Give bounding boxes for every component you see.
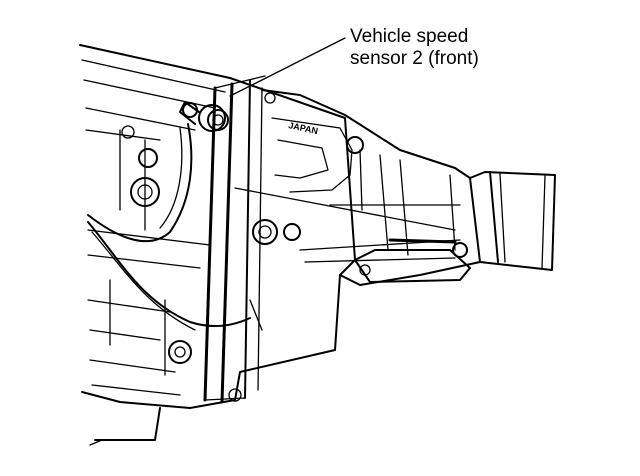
callout-leader-line <box>229 37 346 97</box>
transmission-case <box>79 44 356 409</box>
wiring-harness <box>87 123 263 331</box>
part-stamp: JAPAN <box>288 120 319 136</box>
sensor-callout-label: Vehicle speed sensor 2 (front) <box>350 26 479 70</box>
callout-line-1: Vehicle speed <box>350 26 469 47</box>
vehicle-speed-sensor-2 <box>179 101 226 132</box>
case-flange <box>203 75 266 404</box>
extension-housing <box>261 89 481 286</box>
mount-bracket <box>234 187 471 283</box>
lower-edge <box>89 407 161 446</box>
callout-line-2: sensor 2 (front) <box>350 48 479 69</box>
output-flange <box>469 171 556 271</box>
